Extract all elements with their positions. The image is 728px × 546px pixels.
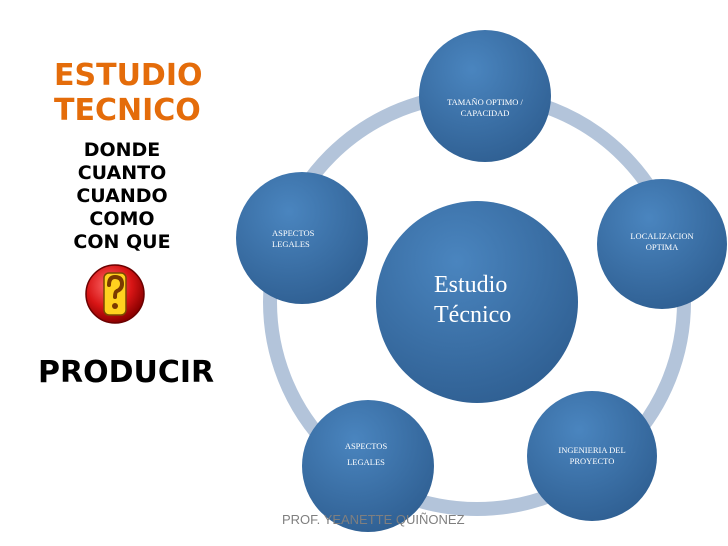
footer-author: PROF. YEANETTE QUIÑONEZ [282,512,465,527]
node-legales-left-line-2: LEGALES [272,239,310,249]
title-line-estudio: ESTUDIO [54,58,203,93]
node-legales-left-line-1: ASPECTOS [272,228,315,238]
node-tamano-line-2: CAPACIDAD [461,108,510,118]
node-localizacion-line-2: OPTIMA [646,242,679,252]
produce-label: PRODUCIR [38,355,215,390]
node-tamano-capacidad: TAMAÑO OPTIMO / CAPACIDAD [419,30,551,162]
node-tamano-line-1: TAMAÑO OPTIMO / [447,97,523,107]
node-localizacion: LOCALIZACION OPTIMA [597,179,727,309]
node-aspectos-legales-left: ASPECTOS LEGALES [236,172,368,304]
question-como: COMO [89,208,155,230]
center-label-line-1: Estudio [434,272,507,298]
node-aspectos-legales-bottom: ASPECTOS LEGALES [302,400,434,532]
node-legales-bottom-line-2: LEGALES [347,457,385,467]
node-ingenieria-line-2: PROYECTO [570,456,615,466]
question-donde: DONDE [83,139,161,161]
question-cuando: CUANDO [76,185,168,207]
node-legales-bottom-line-1: ASPECTOS [345,441,388,451]
center-node: Estudio Técnico [376,201,578,403]
title-line-tecnico: TECNICO [54,93,201,128]
center-label-line-2: Técnico [434,302,511,328]
node-ingenieria: INGENIERIA DEL PROYECTO [527,391,657,521]
question-cuanto: CUANTO [77,162,167,184]
question-mark-icon [85,264,145,324]
node-ingenieria-line-1: INGENIERIA DEL [558,445,625,455]
question-con-que: CON QUE [73,231,171,253]
node-localizacion-line-1: LOCALIZACION [630,231,693,241]
